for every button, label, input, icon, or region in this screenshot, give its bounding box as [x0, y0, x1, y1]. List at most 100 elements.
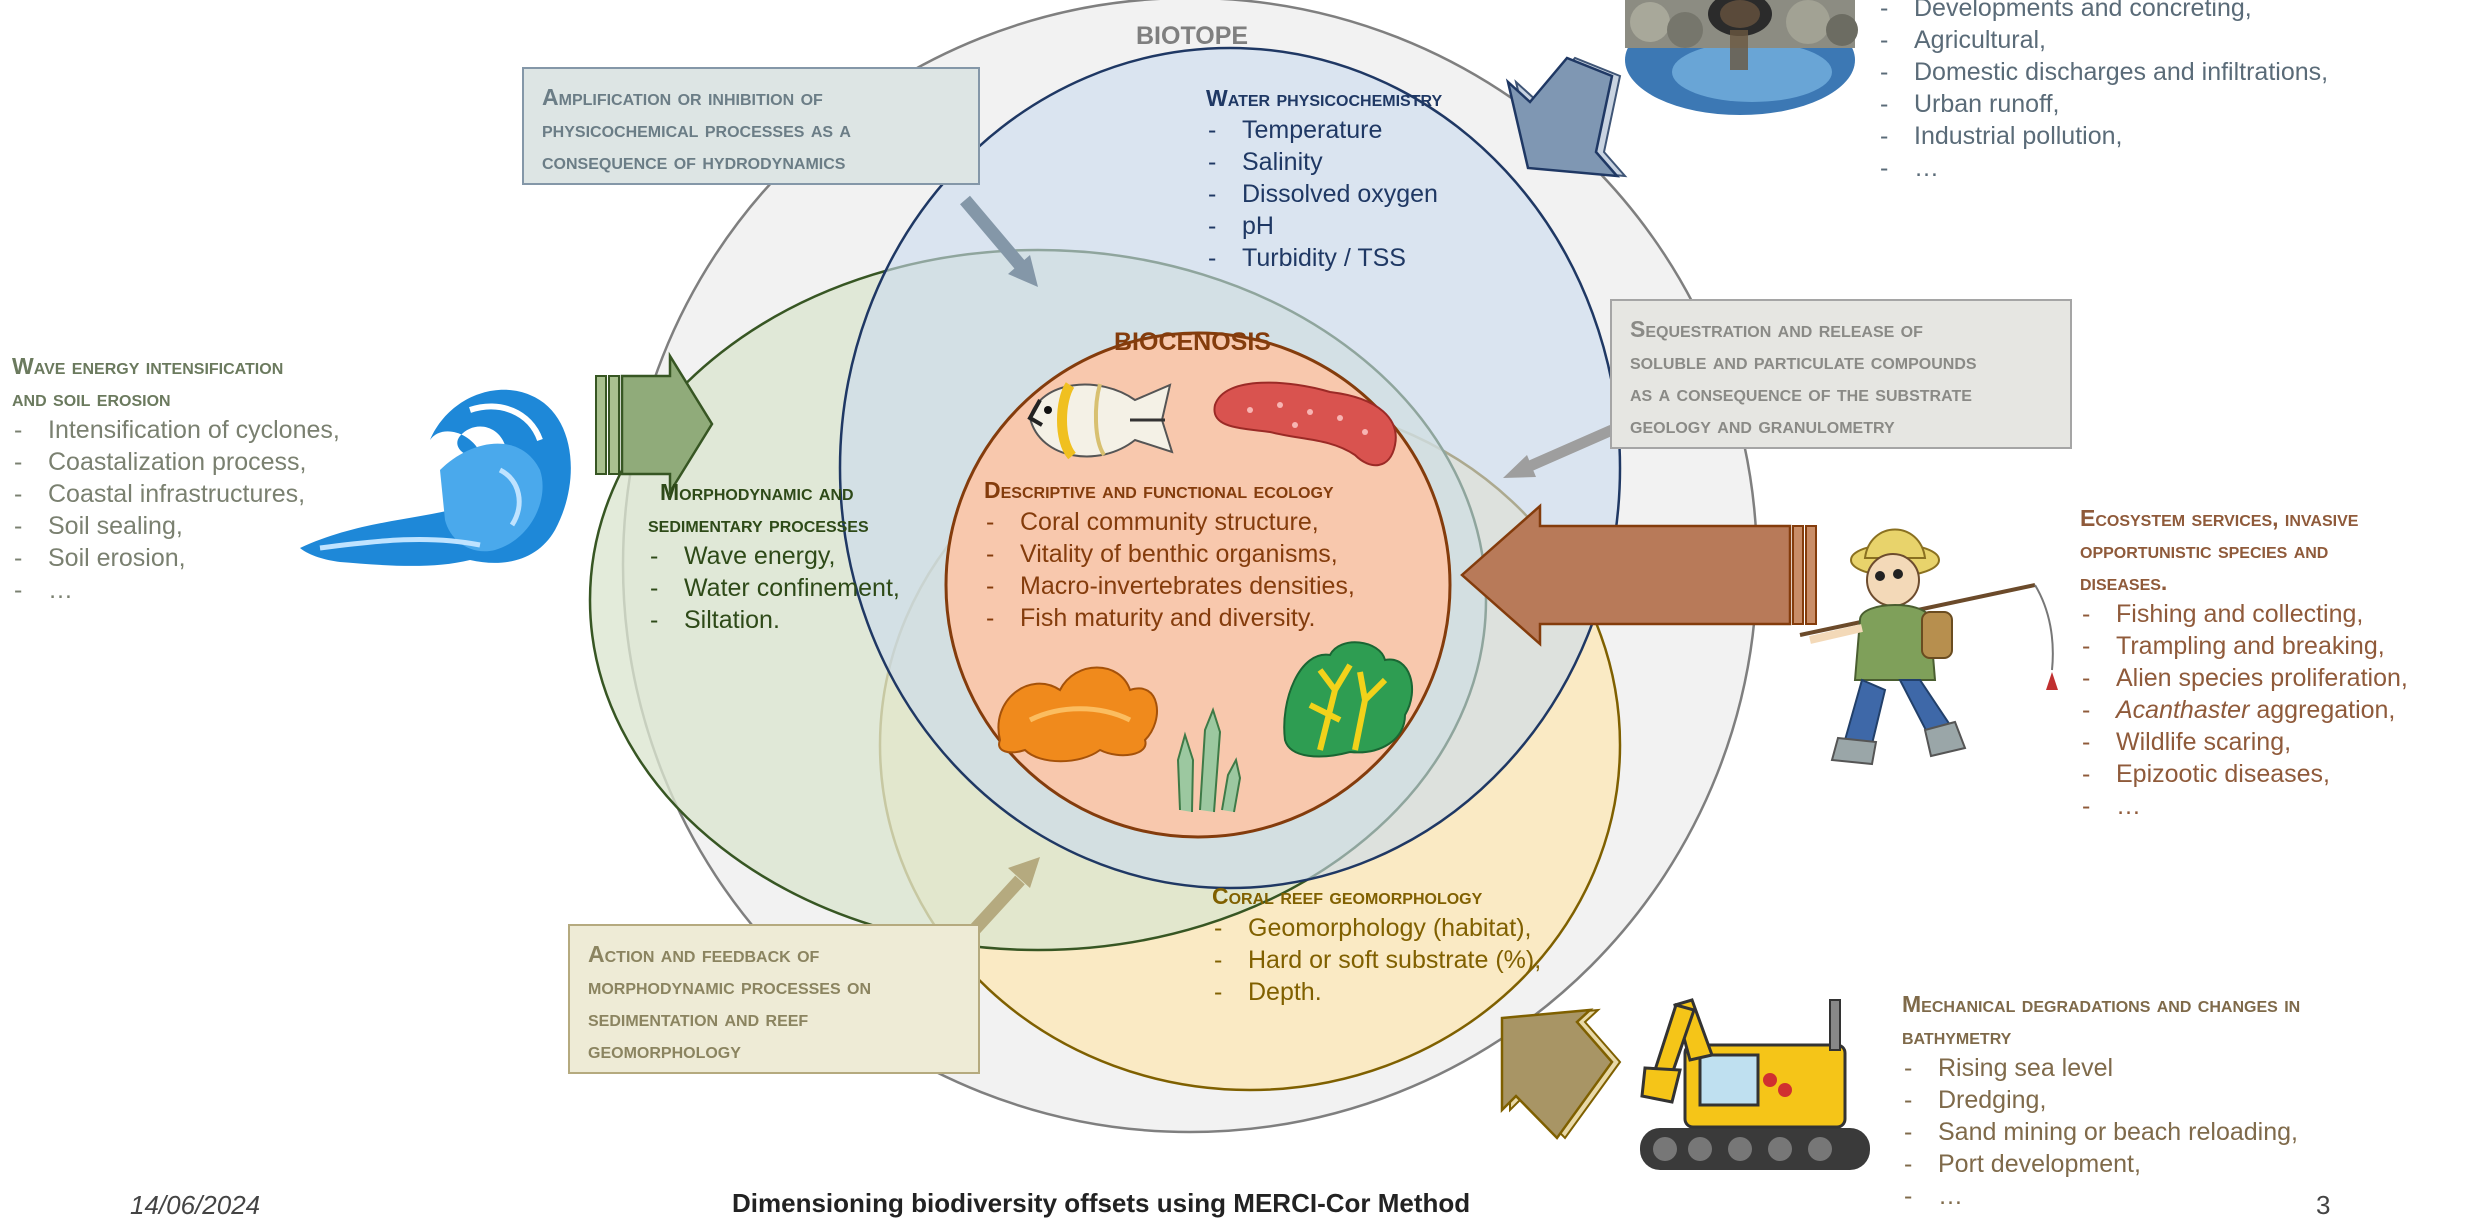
wave-energy-list: Intensification of cyclones, Coastalizat…: [12, 414, 340, 606]
wave-energy-title-2: and soil erosion: [12, 385, 171, 411]
sequestration-text-3: as a consequence of the substrate: [1630, 380, 1972, 406]
list-item: Developments and concreting,: [1878, 0, 2328, 24]
ecosystem-list: Fishing and collecting, Trampling and br…: [2080, 598, 2408, 822]
fisherman-icon: [1799, 528, 2058, 766]
sequestration-text-4: geology and granulometry: [1630, 412, 1895, 438]
morpho-list: Wave energy, Water confinement, Siltatio…: [648, 540, 900, 636]
ecosystem-title: Ecosystem services, invasive: [2080, 505, 2359, 531]
sea-cucumber-icon: [1213, 381, 1397, 467]
amplification-text-3: consequence of hydrodynamics: [542, 148, 846, 174]
mechanical-list: Rising sea level Dredging, Sand mining o…: [1902, 1052, 2300, 1212]
ecosystem-title-2: opportunistic species and: [2080, 537, 2329, 563]
list-item: Coastal infrastructures,: [12, 478, 340, 510]
footer-title: Dimensioning biodiversity offsets using …: [732, 1188, 1471, 1218]
list-item: …: [2080, 790, 2408, 822]
list-item: Fishing and collecting,: [2080, 598, 2408, 630]
list-item: …: [12, 574, 340, 606]
biocenosis-title: BIOCENOSIS: [1114, 328, 1271, 356]
action-text: Action and feedback of: [588, 941, 820, 967]
list-item: Depth.: [1212, 976, 1541, 1008]
arrow-pollution: [1505, 56, 1628, 178]
list-item: Sand mining or beach reloading,: [1902, 1116, 2300, 1148]
list-item: Alien species proliferation,: [2080, 662, 2408, 694]
geomorph-list: Geomorphology (habitat), Hard or soft su…: [1212, 912, 1541, 1008]
list-item: Water confinement,: [648, 572, 900, 604]
list-item: Geomorphology (habitat),: [1212, 912, 1541, 944]
green-yellow-coral-icon: [1283, 641, 1414, 758]
list-item: …: [1878, 152, 2328, 184]
list-item: Turbidity / TSS: [1206, 242, 1442, 274]
acanthaster-rest: aggregation,: [2256, 696, 2396, 724]
list-item: Domestic discharges and infiltrations,: [1878, 56, 2328, 88]
list-item: Coral community structure,: [984, 506, 1355, 538]
list-item: Wave energy,: [648, 540, 900, 572]
footer-date: 14/06/2024: [130, 1190, 261, 1220]
amplification-box: Amplification or inhibition of physicoch…: [522, 67, 980, 185]
pollution-block: Developments and concreting, Agricultura…: [1878, 0, 2328, 184]
list-item: Industrial pollution,: [1878, 120, 2328, 152]
pollution-list: Developments and concreting, Agricultura…: [1878, 0, 2328, 184]
ecosystem-block: Ecosystem services, invasive opportunist…: [2080, 502, 2408, 822]
list-item: Agricultural,: [1878, 24, 2328, 56]
list-item: Salinity: [1206, 146, 1442, 178]
list-item: Intensification of cyclones,: [12, 414, 340, 446]
action-text-2: morphodynamic processes on: [588, 973, 872, 999]
orange-coral-icon: [997, 666, 1158, 763]
mechanical-block: Mechanical degradations and changes in b…: [1902, 988, 2300, 1212]
wave-energy-block: Wave energy intensification and soil ero…: [12, 350, 340, 606]
list-item: Soil erosion,: [12, 542, 340, 574]
arrow-wave-energy: [595, 351, 714, 497]
list-item: Coastalization process,: [12, 446, 340, 478]
biocenosis-list: Coral community structure, Vitality of b…: [984, 506, 1355, 634]
action-box: Action and feedback of morphodynamic pro…: [568, 924, 980, 1074]
mechanical-title: Mechanical degradations and changes in: [1902, 991, 2301, 1017]
list-item: Acanthaster aggregation,: [2080, 694, 2408, 726]
butterflyfish-icon: [1027, 382, 1174, 460]
biotope-title: BIOTOPE: [1136, 22, 1249, 50]
arrow-ecosystem: [1460, 503, 1817, 647]
action-text-3: sedimentation and reef: [588, 1005, 809, 1031]
list-item: Port development,: [1902, 1148, 2300, 1180]
sequestration-text: Sequestration and release of: [1630, 316, 1923, 342]
arrow-amplification: [960, 195, 1038, 287]
list-item: …: [1902, 1180, 2300, 1212]
list-item: Temperature: [1206, 114, 1442, 146]
list-item: Epizootic diseases,: [2080, 758, 2408, 790]
wave-energy-title: Wave energy intensification: [12, 353, 284, 379]
list-item: Macro-invertebrates densities,: [984, 570, 1355, 602]
list-item: Soil sealing,: [12, 510, 340, 542]
action-text-4: geomorphology: [588, 1037, 741, 1063]
list-item: Trampling and breaking,: [2080, 630, 2408, 662]
footer-page-number: 3: [2316, 1190, 2331, 1220]
water-list: Temperature Salinity Dissolved oxygen pH…: [1206, 114, 1442, 274]
amplification-text: Amplification or inhibition of: [542, 84, 823, 110]
list-item: Urban runoff,: [1878, 88, 2328, 120]
mechanical-title-2: bathymetry: [1902, 1023, 2012, 1049]
geomorph-block: Coral reef geomorphology Geomorphology (…: [1212, 880, 1541, 1008]
arrow-mechanical: [1500, 1008, 1622, 1140]
list-item: Siltation.: [648, 604, 900, 636]
list-item: Rising sea level: [1902, 1052, 2300, 1084]
biocenosis-subtitle: Descriptive and functional ecology: [984, 477, 1334, 503]
sequestration-text-2: soluble and particulate compounds: [1630, 348, 1977, 374]
arrow-sequestration: [1503, 424, 1615, 478]
amplification-text-2: physicochemical processes as a: [542, 116, 851, 142]
sewage-pipe-icon: [1625, 0, 1858, 115]
acanthaster-italic: Acanthaster: [2116, 696, 2250, 724]
list-item: Fish maturity and diversity.: [984, 602, 1355, 634]
biocenosis-block: Descriptive and functional ecology Coral…: [984, 474, 1355, 634]
morpho-title-2: sedimentary processes: [648, 511, 869, 537]
geomorph-title: Coral reef geomorphology: [1212, 883, 1483, 909]
excavator-icon: [1640, 998, 1870, 1170]
sequestration-box: Sequestration and release of soluble and…: [1610, 299, 2072, 449]
list-item: Hard or soft substrate (%),: [1212, 944, 1541, 976]
water-block: Water physicochemistry Temperature Salin…: [1206, 82, 1442, 274]
morpho-title: Morphodynamic and: [660, 479, 854, 505]
morpho-block: Morphodynamic and sedimentary processes …: [648, 476, 900, 636]
list-item: Vitality of benthic organisms,: [984, 538, 1355, 570]
ecosystem-title-3: diseases.: [2080, 569, 2168, 595]
list-item: Dredging,: [1902, 1084, 2300, 1116]
list-item: Dissolved oxygen: [1206, 178, 1442, 210]
list-item: Wildlife scaring,: [2080, 726, 2408, 758]
wave-icon: [300, 389, 571, 566]
